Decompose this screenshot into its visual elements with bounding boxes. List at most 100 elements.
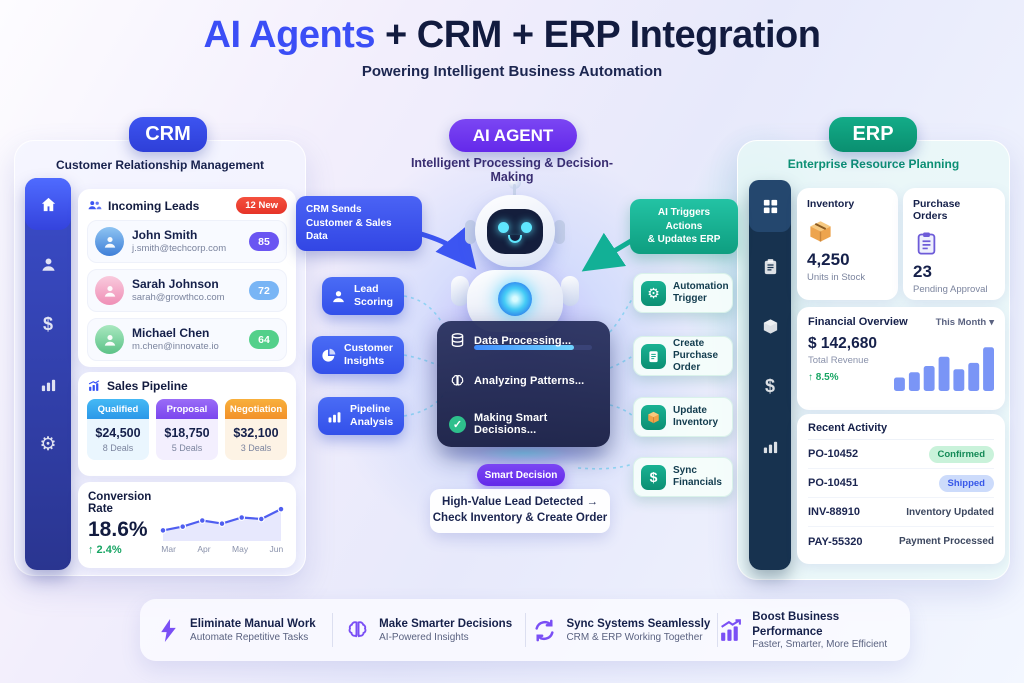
pipeline-stage-negotiation: Negotiation $32,100 3 Deals (225, 399, 287, 460)
erp-sidebar-item-dashboard[interactable] (749, 180, 791, 232)
benefit-subtitle: CRM & ERP Working Together (566, 631, 703, 643)
erp-sidebar-item-finance[interactable]: $ (749, 360, 791, 412)
user-icon (41, 258, 55, 271)
cube-icon (763, 318, 777, 334)
revenue-bar-chart (894, 347, 994, 391)
action-create-purchase-order: Create Purchase Order (633, 336, 733, 376)
period-value: This Month (935, 316, 987, 328)
period-dropdown[interactable]: This Month▾ (936, 317, 994, 328)
lead-score-badge: 72 (249, 281, 279, 300)
incoming-leads-title: Incoming Leads (108, 198, 200, 213)
lead-name: Michael Chen (132, 326, 210, 341)
divider (717, 613, 719, 647)
lead-name: John Smith (132, 228, 198, 243)
crm-sidebar-item-settings[interactable]: ⚙ (25, 418, 71, 470)
function-label: Customer Insights (344, 342, 394, 367)
avatar (95, 276, 124, 305)
erp-panel-subtitle: Enterprise Resource Planning (787, 157, 960, 171)
decision-card: High-Value Lead Detected → Check Invento… (430, 489, 610, 533)
conversion-value: 18.6% (88, 518, 148, 541)
crm-sidebar-item-home[interactable] (25, 178, 71, 230)
erp-sidebar: $ (749, 180, 791, 570)
ai-robot-illustration (451, 176, 579, 334)
lead-score-badge: 64 (249, 330, 279, 349)
function-customer-insights: Customer Insights (312, 336, 404, 374)
ai-triggers-label: AI Triggers Actions & Updates ERP (630, 199, 738, 254)
dollar-icon: $ (641, 464, 666, 490)
ai-agent-badge: AI AGENT (449, 119, 577, 152)
lead-email: j.smith@techcorp.com (132, 242, 227, 254)
smart-decision-badge: Smart Decision (477, 464, 565, 486)
inventory-value: 4,250 (807, 250, 850, 269)
stage-deals: 3 Deals (240, 443, 272, 453)
people-icon (88, 201, 102, 210)
processing-step-label: Analyzing Patterns... (474, 375, 585, 387)
stage-deals: 5 Deals (171, 443, 203, 453)
trend-chart-icon (88, 380, 100, 391)
pipeline-stage-qualified: Qualified $24,500 8 Deals (87, 399, 149, 460)
action-sync-financials: $ Sync Financials (633, 457, 733, 497)
crm-sidebar-item-contacts[interactable] (25, 238, 71, 290)
inventory-label: Units in Stock (807, 272, 866, 283)
activity-row: PO-10452 Confirmed (808, 440, 994, 469)
database-icon (451, 333, 464, 348)
bar-chart-icon (41, 379, 55, 391)
activity-id: INV-88910 (808, 506, 860, 518)
chevron-down-icon: ▾ (989, 316, 994, 328)
benefit-subtitle: AI-Powered Insights (379, 631, 469, 643)
stage-label: Negotiation (225, 399, 287, 419)
crm-sidebar-item-analytics[interactable] (25, 358, 71, 410)
pipeline-stage-proposal: Proposal $18,750 5 Deals (156, 399, 218, 460)
stage-value: $24,500 (95, 426, 141, 440)
sales-pipeline-title: Sales Pipeline (107, 379, 188, 393)
page-subtitle: Powering Intelligent Business Automation (361, 63, 663, 80)
crm-sends-line2: Customer & Sales Data (306, 217, 392, 243)
crm-sidebar-item-sales[interactable]: $ (25, 298, 71, 350)
bar-chart-icon (763, 441, 777, 453)
erp-sidebar-item-reports[interactable] (749, 420, 791, 472)
conversion-line-chart (159, 505, 285, 541)
purchase-orders-label: Pending Approval (913, 284, 988, 295)
month-label: Jun (269, 544, 284, 554)
revenue-delta: ↑ 8.5% (808, 372, 839, 383)
action-label: Update Inventory (673, 405, 719, 428)
clipboard-icon (913, 229, 995, 257)
lead-score-badge: 85 (249, 232, 279, 251)
dollar-icon: $ (764, 375, 775, 396)
conversion-rate-card: Conversion Rate 18.6% ↑ 2.4% Mar Apr May… (78, 482, 296, 568)
action-automation-trigger: ⚙ Automation Trigger (633, 273, 733, 313)
ai-processing-panel: Data Processing... Analyzing Patterns...… (437, 321, 610, 447)
erp-sidebar-item-orders[interactable] (749, 240, 791, 292)
gear-icon: ⚙ (39, 433, 57, 455)
action-update-inventory: Update Inventory (633, 397, 733, 437)
processing-progress-fill (474, 345, 575, 350)
robot-core-glow (498, 282, 532, 316)
recent-activity-title: Recent Activity (808, 422, 994, 440)
purchase-orders-card: Purchase Orders 23 Pending Approval (903, 188, 1005, 300)
sales-pipeline-card: Sales Pipeline Qualified $24,500 8 Deals… (78, 372, 296, 476)
robot-face (487, 209, 543, 254)
lead-email: sarah@growthco.com (132, 291, 225, 303)
financial-overview-card: Financial Overview This Month▾ $ 142,680… (797, 307, 1005, 410)
brain-icon (451, 374, 464, 386)
activity-status: Payment Processed (898, 536, 994, 547)
activity-id: PAY-55320 (808, 535, 863, 548)
page-title-rest: + CRM + ERP Integration (374, 14, 821, 56)
benefit-sync-systems: Sync Systems Seamlessly CRM & ERP Workin… (526, 617, 718, 643)
person-icon (104, 236, 115, 248)
purchase-orders-title: Purchase Orders (913, 198, 961, 222)
month-label: Apr (197, 544, 211, 554)
benefits-bar: Eliminate Manual Work Automate Repetitiv… (140, 599, 910, 661)
action-label: Sync Financials (673, 465, 722, 488)
decision-line1: High-Value Lead Detected → (442, 496, 598, 509)
benefit-title: Make Smarter Decisions (379, 618, 513, 631)
erp-sidebar-item-inventory[interactable] (749, 300, 791, 352)
stage-label: Qualified (87, 399, 149, 419)
stage-label: Proposal (156, 399, 218, 419)
total-revenue-value: $ 142,680 (808, 335, 877, 352)
clipboard-icon (764, 258, 776, 274)
dollar-icon: $ (42, 313, 53, 334)
processing-step-label: Data Processing... (474, 334, 572, 347)
brain-icon (348, 620, 367, 637)
status-badge: Shipped (938, 474, 994, 492)
